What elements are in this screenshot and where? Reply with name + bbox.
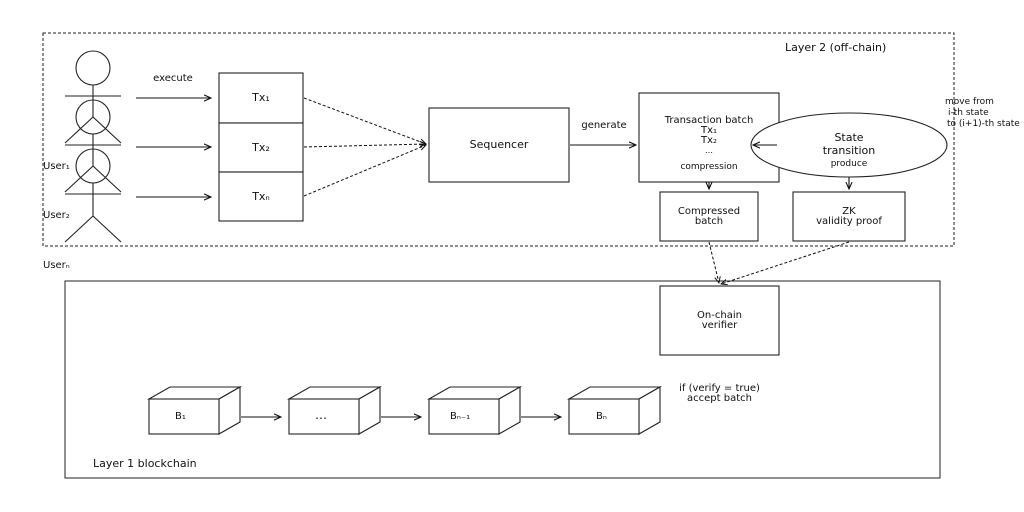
- verify-note: if (verify = true) accept batch: [660, 383, 779, 405]
- batch-item-1: Tx₁: [700, 125, 718, 136]
- user-label-2: User₂: [43, 210, 70, 221]
- batch-title: Transaction batch: [664, 115, 754, 126]
- compressed-batch-text: Compressed batch: [660, 192, 758, 241]
- transaction-batch-text: Transaction batch Tx₁ Tx₂ …: [639, 116, 779, 158]
- zk-line-1: ZK: [842, 205, 856, 217]
- state-line-2: transition: [822, 144, 876, 157]
- block-label-4: Bₙ: [596, 411, 607, 422]
- user-figure-3: [64, 148, 122, 243]
- produce-label: produce: [830, 159, 868, 169]
- compressed-batch-box: [659, 191, 759, 242]
- verifier-text: On-chain verifier: [660, 286, 779, 355]
- sequencer-box: [428, 107, 570, 183]
- block-1: [146, 386, 243, 435]
- block-label-2: …: [315, 408, 327, 422]
- layer1-container: [64, 280, 941, 479]
- move-note-3: to (i+1)-th state: [947, 119, 1020, 129]
- tx-label-1: Tx₁: [252, 91, 270, 104]
- verifier-line-1: On-chain: [697, 309, 742, 321]
- compression-label: compression: [680, 162, 738, 172]
- move-note-1: move from: [945, 97, 994, 107]
- layer1-title: Layer 1 blockchain: [93, 457, 197, 470]
- tx-label-2: Tx₂: [252, 140, 270, 154]
- tx-to-sequencer-1: [303, 97, 426, 144]
- move-note: move from i-th state to (i+1)-th state: [945, 97, 1020, 130]
- tx-label-3: Txₙ: [252, 189, 270, 203]
- tx-to-sequencer-2: [303, 144, 426, 148]
- zk-proof-box: [792, 191, 906, 242]
- tx-to-sequencer-3: [303, 145, 426, 197]
- user-figures: [64, 50, 122, 243]
- tx-box-2: [218, 122, 304, 173]
- user-figure-1: [64, 50, 122, 144]
- block-2: [286, 386, 383, 435]
- verify-note-1: if (verify = true): [679, 383, 760, 394]
- generate-label: generate: [581, 120, 627, 131]
- batch-item-3: …: [705, 146, 713, 155]
- state-transition-text: State transition: [800, 131, 898, 157]
- block-label-1: B₁: [175, 411, 186, 422]
- layer2-title: Layer 2 (off-chain): [785, 41, 887, 54]
- layer2-container: [42, 32, 955, 247]
- state-line-1: State: [834, 131, 864, 144]
- move-note-2: i-th state: [948, 108, 989, 118]
- compressed-to-verifier: [708, 241, 719, 283]
- verifier-line-2: verifier: [701, 319, 738, 331]
- zk-to-verifier: [721, 241, 850, 284]
- compressed-line-2: batch: [694, 215, 724, 227]
- verifier-box: [659, 285, 780, 356]
- compressed-line-1: Compressed: [677, 205, 741, 217]
- block-3: [426, 386, 523, 435]
- user-figure-2: [64, 99, 122, 193]
- verify-note-2: accept batch: [687, 393, 752, 404]
- sequencer-label: Sequencer: [469, 138, 529, 151]
- zk-proof-text: ZK validity proof: [793, 192, 905, 241]
- block-4: [566, 386, 663, 435]
- execute-label: execute: [153, 73, 193, 84]
- tx-box-3: [218, 171, 304, 222]
- batch-item-2: Tx₂: [700, 135, 718, 146]
- zk-line-2: validity proof: [816, 215, 882, 227]
- tx-box-1: [218, 72, 304, 124]
- user-label-3: Userₙ: [43, 260, 70, 271]
- block-label-3: Bₙ₋₁: [450, 411, 471, 422]
- user-label-1: User₁: [43, 161, 70, 172]
